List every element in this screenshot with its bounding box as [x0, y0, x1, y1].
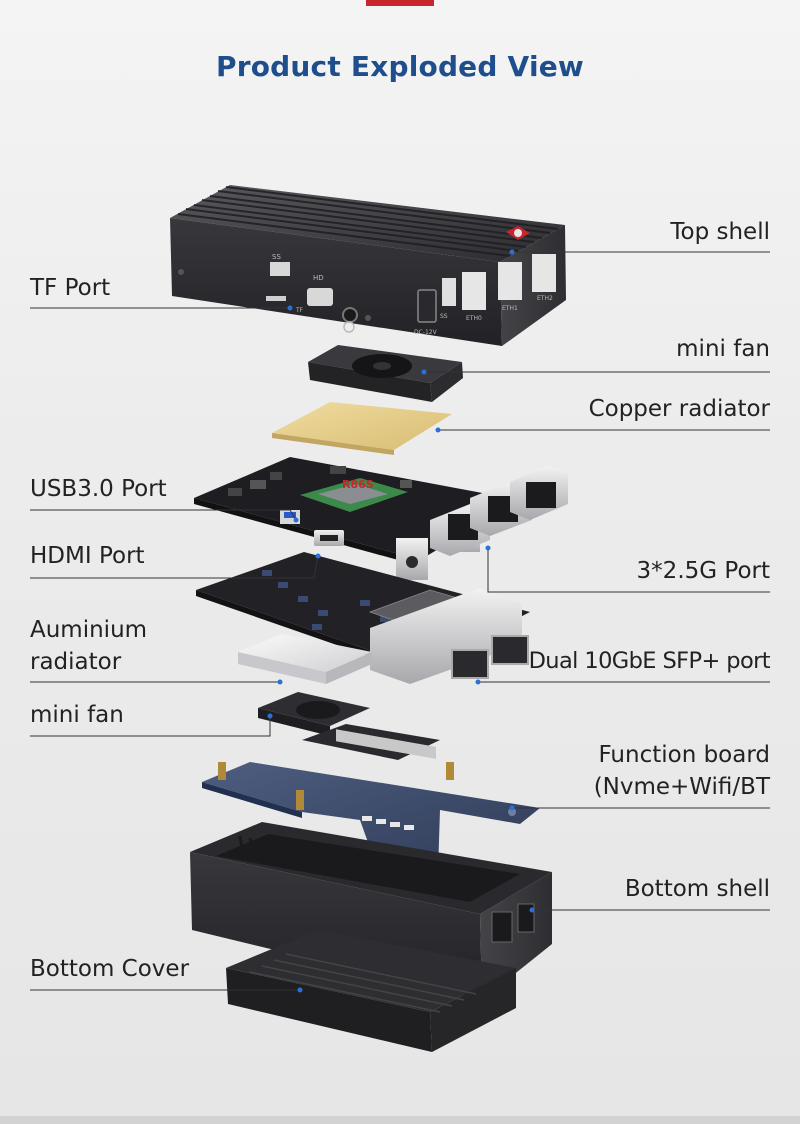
sfp-board	[196, 552, 530, 684]
leader-lines	[30, 251, 770, 991]
eth0-marking: ETH0	[466, 315, 482, 322]
label-copper-radiator: Copper radiator	[588, 396, 770, 422]
label-function-board: Function board (Nvme+Wifi/BT	[594, 739, 770, 803]
leader-dots	[267, 249, 535, 993]
brand-marking: R86S	[342, 478, 374, 491]
label-2-5g-port: 3*2.5G Port	[636, 558, 770, 584]
dc-marking: DC-12V	[414, 329, 438, 336]
copper-radiator	[272, 402, 452, 455]
label-bottom-shell: Bottom shell	[624, 876, 770, 902]
function-board	[202, 724, 540, 876]
eth2-marking: ETH2	[537, 295, 553, 302]
top-accent-bar	[366, 0, 434, 6]
label-function-board-line2: (Nvme+Wifi/BT	[593, 774, 770, 800]
top-shell: SS HD TF DC-12V SS ETH0 ETH1 ETH2	[170, 185, 566, 346]
label-tf-port: TF Port	[30, 275, 111, 301]
tf-marking: TF	[295, 307, 304, 314]
eth1-marking: ETH1	[502, 305, 518, 312]
label-usb3-port: USB3.0 Port	[30, 476, 167, 502]
hdmi-marking: HD	[313, 274, 324, 282]
leader-2-5g	[487, 548, 770, 593]
label-aluminium-line1: Auminium	[30, 617, 148, 643]
main-board: R86S	[194, 457, 568, 580]
label-mini-fan-bottom: mini fan	[30, 702, 124, 728]
bottom-cover	[226, 930, 516, 1052]
label-top-shell: Top shell	[670, 219, 770, 245]
usb2-marking: SS	[440, 313, 448, 320]
label-aluminium-radiator: Auminium radiator	[30, 614, 147, 678]
aluminium-radiator	[238, 634, 372, 684]
leader-hdmi	[30, 555, 319, 579]
leader-usb3	[30, 509, 297, 521]
label-mini-fan-top: mini fan	[676, 336, 770, 362]
page-title: Product Exploded View	[216, 50, 584, 83]
mini-fan-top	[308, 345, 463, 402]
bottom-strip	[0, 1116, 800, 1124]
label-aluminium-line2: radiator	[30, 649, 122, 675]
label-hdmi-port: HDMI Port	[30, 543, 145, 569]
mini-fan-bottom	[258, 692, 370, 736]
label-sfp-port: Dual 10GbE SFP+ port	[528, 648, 771, 674]
leader-mini-fan-bottom	[30, 716, 271, 737]
label-function-board-line1: Function board	[598, 742, 770, 768]
label-bottom-cover: Bottom Cover	[30, 956, 190, 982]
usb-marking: SS	[272, 253, 281, 261]
